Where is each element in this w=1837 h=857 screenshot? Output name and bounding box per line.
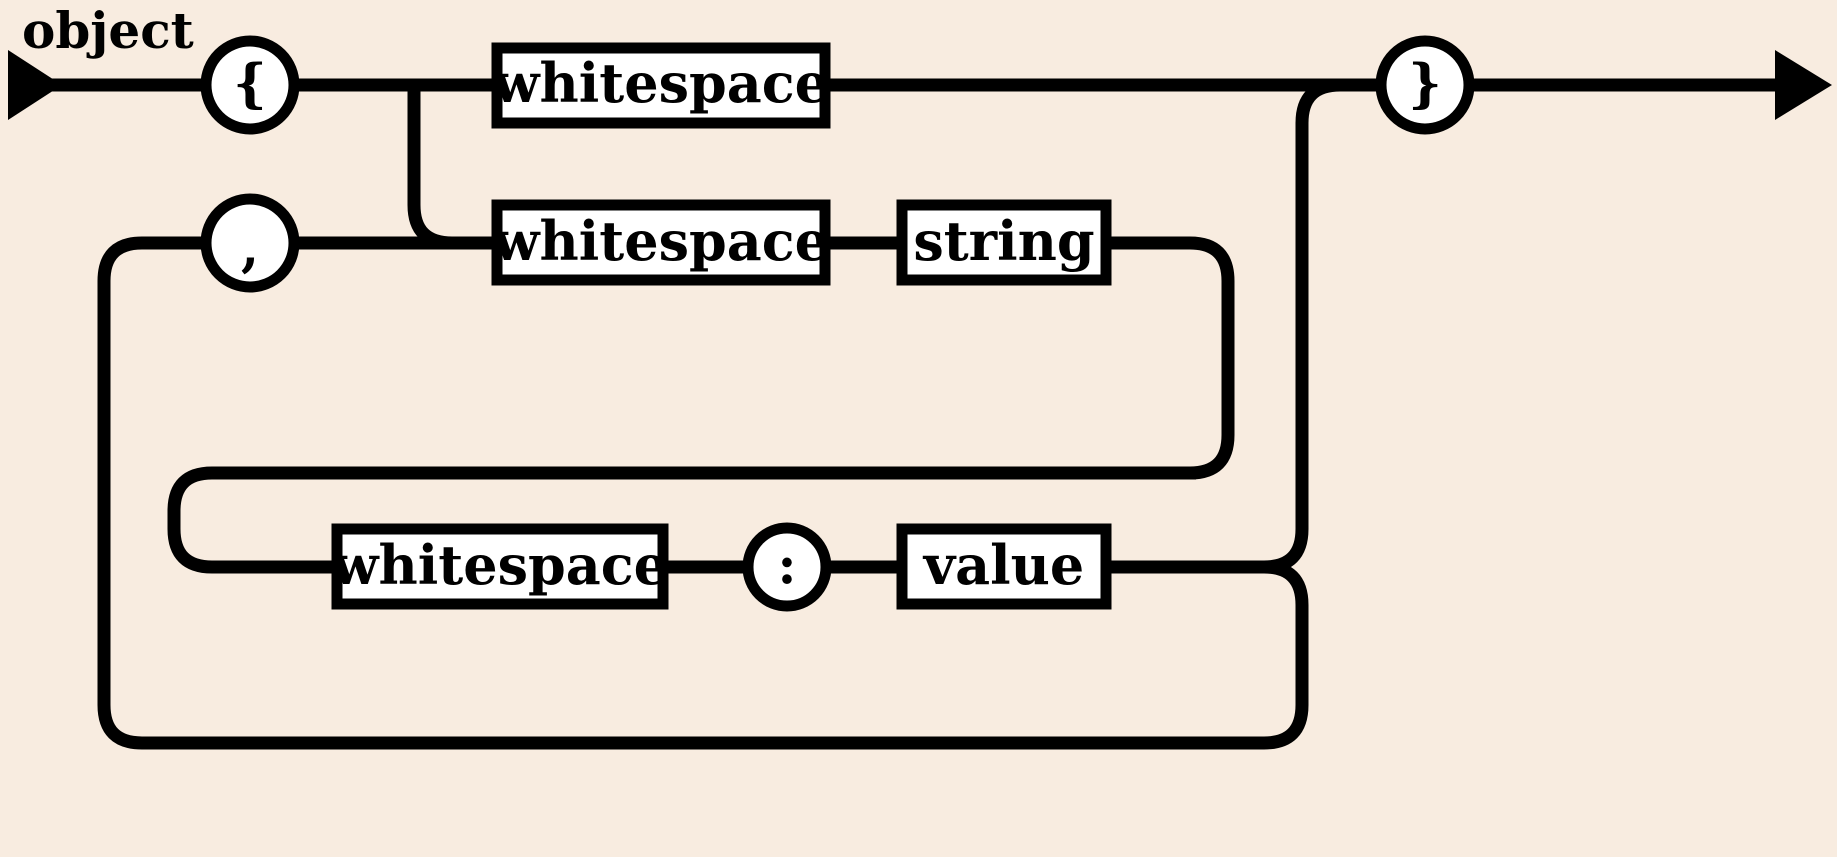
string-box: [896, 199, 1112, 286]
node-whitespace-value[interactable]: whitespace: [331, 523, 669, 610]
node-comma[interactable]: ,: [200, 193, 300, 293]
comma-label: ,: [241, 218, 259, 279]
track-value-up-to-close-brace: [1106, 78, 1381, 574]
node-close-brace[interactable]: }: [1375, 35, 1475, 135]
node-open-brace[interactable]: {: [200, 35, 300, 135]
node-string[interactable]: string: [896, 199, 1112, 286]
whitespace-value-box: [331, 523, 669, 610]
page-title: object: [22, 1, 194, 60]
whitespace-key-label: whitespace: [492, 209, 829, 273]
node-value[interactable]: value: [896, 523, 1112, 610]
colon-circle: [742, 522, 832, 612]
value-box: [896, 523, 1112, 610]
close-brace-circle: [1375, 35, 1475, 135]
whitespace-top-box: [491, 42, 831, 129]
open-brace-label: {: [233, 54, 266, 115]
comma-circle: [200, 193, 300, 293]
track-connector-down-to-value-row: [167, 466, 337, 574]
value-label: value: [923, 533, 1085, 597]
whitespace-key-box: [491, 199, 831, 286]
node-whitespace-top[interactable]: whitespace: [491, 42, 831, 129]
node-whitespace-key[interactable]: whitespace: [491, 199, 831, 286]
track-branch-down-to-key-row: [407, 85, 497, 250]
entry-arrow-icon: [8, 50, 62, 120]
colon-label: :: [777, 536, 796, 597]
close-brace-label: }: [1408, 54, 1441, 115]
node-colon[interactable]: :: [742, 522, 832, 612]
track-repeat-loop-back-to-comma: [97, 236, 1309, 750]
exit-arrow-icon: [1775, 50, 1832, 120]
string-label: string: [913, 209, 1094, 273]
track-string-to-connector: [1106, 236, 1235, 480]
whitespace-top-label: whitespace: [492, 51, 829, 115]
whitespace-value-label: whitespace: [331, 533, 668, 597]
open-brace-circle: [200, 35, 300, 135]
